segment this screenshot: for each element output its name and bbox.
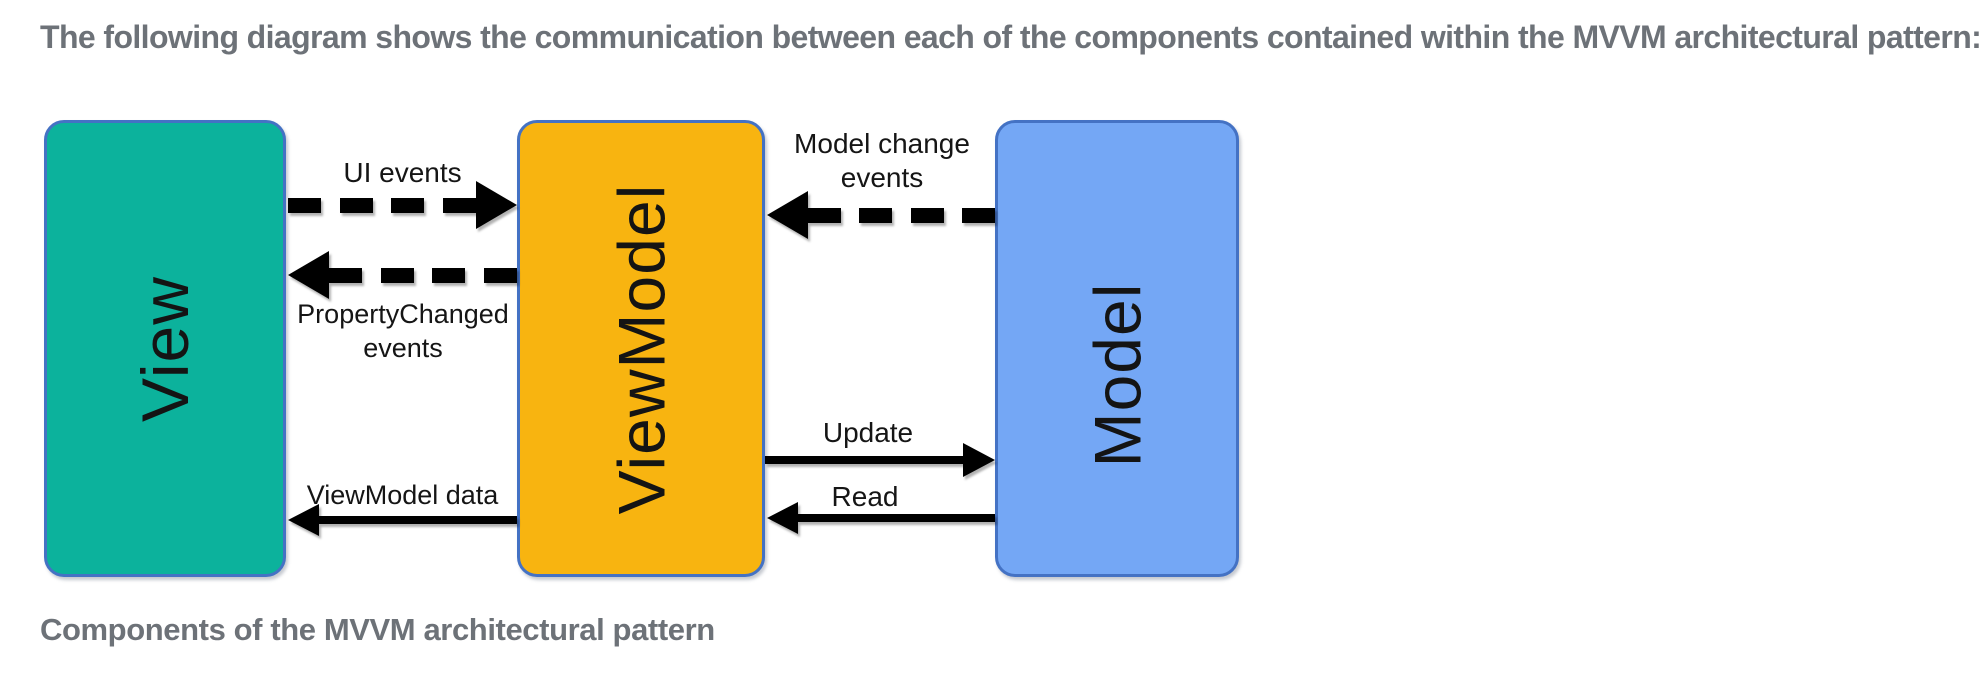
dash — [329, 267, 362, 283]
viewmodel-data-arrow — [288, 504, 517, 536]
arrowhead-left-icon — [288, 504, 319, 536]
read-arrow — [767, 502, 995, 534]
dashed-line — [808, 207, 995, 223]
update-arrow — [765, 443, 995, 477]
dash — [380, 267, 414, 283]
dash — [808, 207, 841, 223]
viewmodel-data-label: ViewModel data — [306, 480, 499, 510]
image-caption: Components of the MVVM architectural pat… — [40, 612, 715, 647]
propertychanged-arrow — [288, 251, 517, 299]
viewmodel-box-label: ViewModel — [604, 183, 678, 514]
arrowhead-left-icon — [767, 191, 808, 239]
model-box: Model — [995, 120, 1239, 577]
ui-events-arrow — [288, 181, 517, 229]
arrowhead-right-icon — [476, 181, 517, 229]
dash — [391, 197, 425, 213]
dash — [483, 267, 517, 283]
update-label: Update — [822, 417, 914, 448]
intro-text: The following diagram shows the communic… — [40, 19, 1982, 55]
dash — [339, 197, 373, 213]
view-box-label: View — [128, 275, 202, 422]
arrowhead-left-icon — [288, 251, 329, 299]
dash — [859, 207, 893, 223]
arrowhead-left-icon — [767, 502, 798, 534]
model-box-label: Model — [1079, 282, 1154, 467]
arrowhead-right-icon — [963, 443, 995, 477]
viewmodel-box: ViewModel — [517, 120, 765, 577]
dash — [442, 197, 476, 213]
read-label: Read — [831, 481, 899, 512]
model-change-events-arrow — [767, 191, 995, 239]
solid-line — [319, 516, 517, 524]
dashed-line — [329, 267, 517, 283]
solid-line — [798, 514, 995, 522]
dash — [288, 197, 321, 213]
dash — [910, 207, 944, 223]
propertychanged-label: PropertyChanged events — [297, 299, 509, 363]
solid-line — [765, 456, 963, 464]
dashed-line — [288, 197, 476, 213]
dash — [961, 207, 995, 223]
dash — [432, 267, 466, 283]
ui-events-label: UI events — [343, 157, 462, 188]
model-change-events-label: Model change events — [794, 128, 970, 193]
view-box: View — [44, 120, 286, 577]
